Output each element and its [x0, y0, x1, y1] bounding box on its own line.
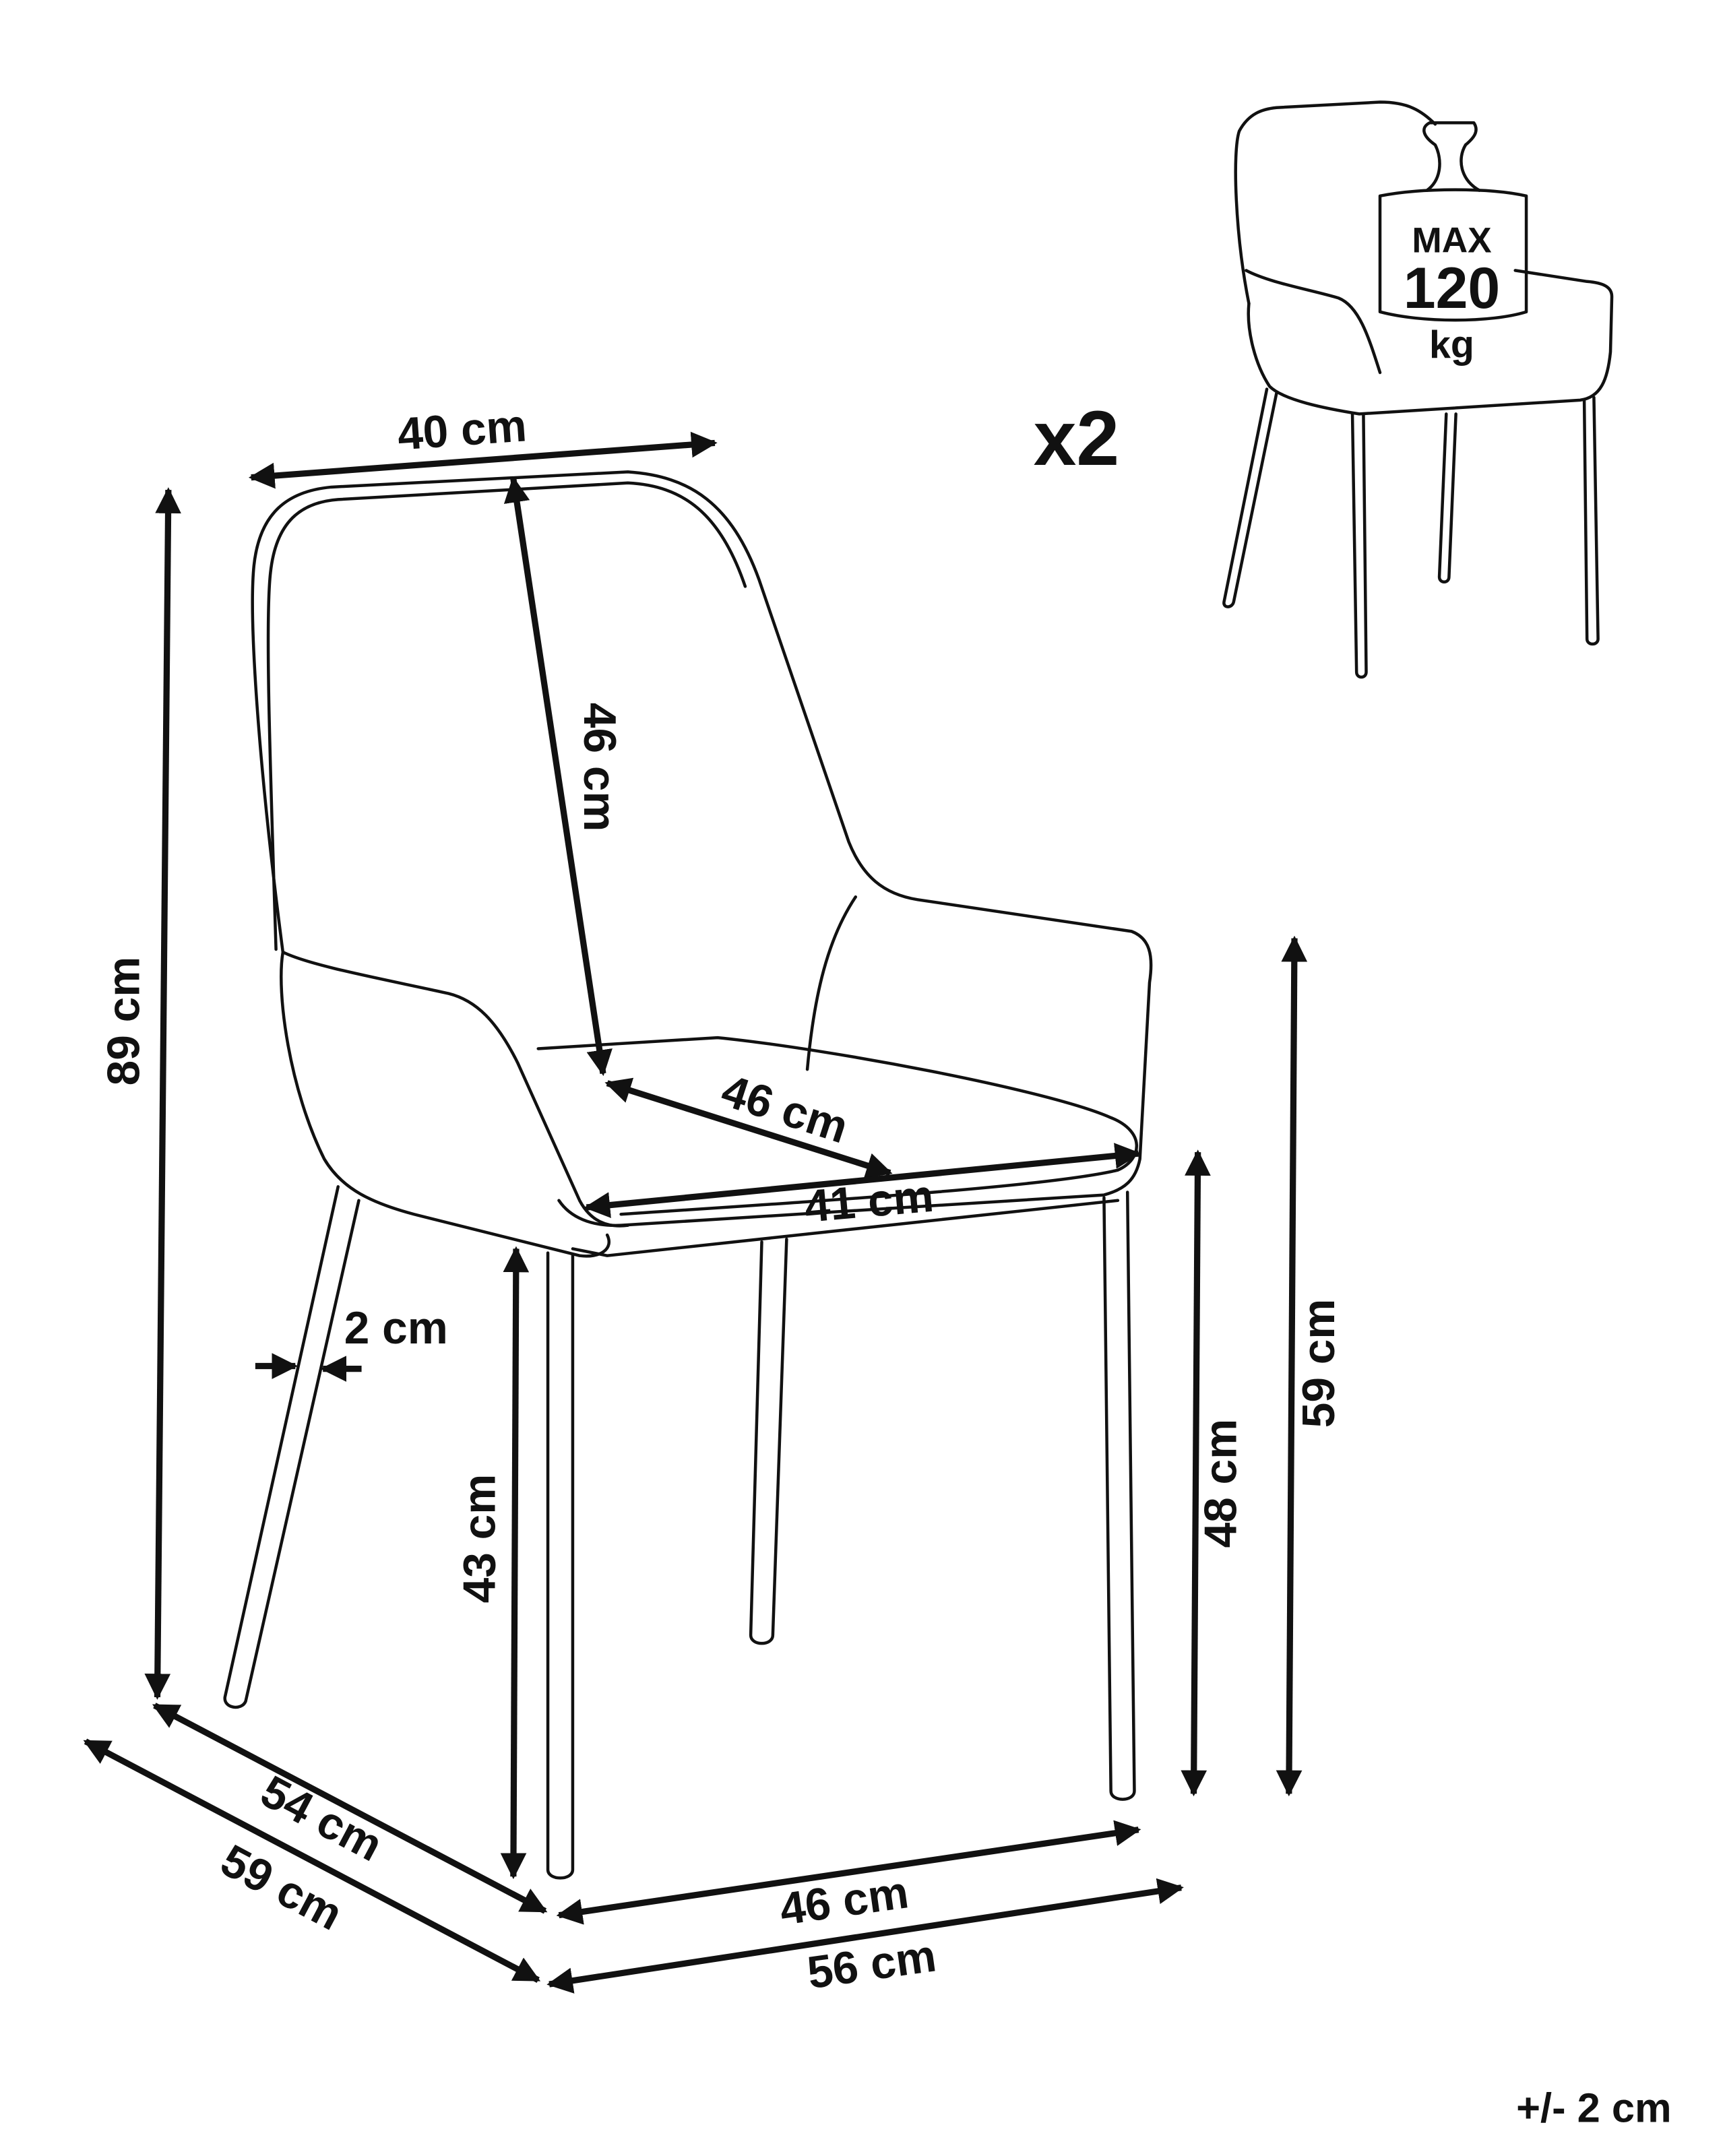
- seat-frame: [571, 1199, 1120, 1257]
- label-armrest-height: 59 cm: [1294, 1299, 1344, 1428]
- label-back-height: 46 cm: [574, 703, 625, 832]
- label-total-height: 89 cm: [98, 957, 149, 1086]
- left-arm-seam: [281, 950, 630, 1228]
- leg-right: [1102, 1191, 1136, 1801]
- quantity-label: x2: [1034, 395, 1120, 482]
- backrest-inner-edge: [266, 481, 747, 951]
- dim-seat-height-front: [500, 1246, 530, 1880]
- tolerance-note: +/- 2 cm: [1516, 2085, 1672, 2132]
- dim-width-outer: [546, 1878, 1184, 1994]
- label-leg-diameter: 2 cm: [344, 1303, 448, 1354]
- dimension-labels: 40 cm 46 cm 89 cm 46 cm 41 cm 2 cm 43 cm…: [98, 400, 1344, 1998]
- dimension-lines: [83, 431, 1308, 1994]
- right-arm-seam: [805, 895, 858, 1071]
- leg-left-front: [223, 1185, 360, 1709]
- label-seat-width: 41 cm: [803, 1171, 935, 1232]
- dim-seat-height: [1181, 1149, 1211, 1797]
- chair-illustration: [223, 470, 1153, 1880]
- label-back-width: 40 cm: [396, 400, 528, 459]
- max-load-line2: 120: [1404, 256, 1501, 321]
- leg-back: [749, 1237, 788, 1645]
- max-load-illustration: MAX 120 kg: [1222, 100, 1614, 679]
- dim-armrest-height: [1276, 935, 1308, 1797]
- left-arm: [280, 950, 610, 1258]
- dim-back-width: [248, 431, 718, 489]
- dim-seat-width: [584, 1143, 1141, 1218]
- dim-back-height: [503, 476, 613, 1077]
- max-load-line1: MAX: [1412, 221, 1492, 261]
- label-seat-height-front: 43 cm: [455, 1474, 505, 1604]
- leg-center-front: [546, 1251, 575, 1880]
- max-load-line3: kg: [1429, 323, 1474, 367]
- dim-total-height: [144, 487, 181, 1700]
- dim-depth-outer: [83, 1738, 541, 1983]
- label-seat-height: 48 cm: [1195, 1419, 1246, 1548]
